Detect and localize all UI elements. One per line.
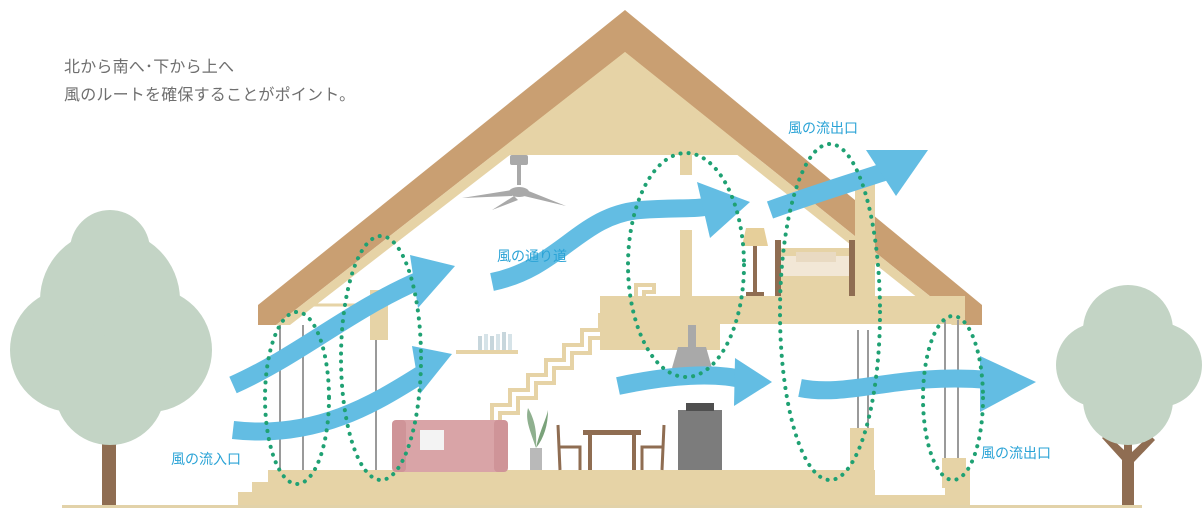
chair-icon <box>556 424 666 471</box>
interior-wall-mid <box>680 230 692 300</box>
lamp-icon <box>742 228 768 296</box>
label-wind-outlet-right: 風の流出口 <box>981 446 1051 462</box>
interior-wall-upper <box>680 155 692 175</box>
wind-route-outlines <box>263 142 985 486</box>
wind-arrow-right <box>798 369 991 400</box>
stove-icon <box>678 403 722 470</box>
loft-wall <box>855 175 875 300</box>
route-oval-outlet-upper <box>778 142 882 482</box>
label-wind-path: 風の通り道 <box>497 249 567 265</box>
route-oval-inlet-1 <box>263 310 331 486</box>
route-oval-inlet-2 <box>339 234 423 482</box>
left-tree-icon <box>10 210 212 505</box>
route-oval-outlet-right <box>921 314 985 482</box>
ground-floor-slab <box>238 470 970 505</box>
ground-line <box>62 505 1142 508</box>
bed-icon <box>775 240 855 296</box>
caption-line-1: 北から南へ･下から上へ <box>64 57 235 76</box>
caption: 北から南へ･下から上へ 風のルートを確保することがポイント。 <box>64 53 355 109</box>
wind-arrow-upper-left <box>229 271 424 394</box>
attic <box>480 40 770 155</box>
route-oval-passage <box>626 151 746 379</box>
house-interior <box>270 28 965 480</box>
label-wind-outlet-upper: 風の流出口 <box>788 121 858 137</box>
wind-arrow-to-outlet-upper <box>766 161 893 219</box>
right-tree-icon <box>1056 285 1202 505</box>
label-wind-inlet: 風の流入口 <box>171 452 241 468</box>
caption-line-2: 風のルートを確保することがポイント。 <box>64 85 356 104</box>
wind-arrow-lower-left <box>231 364 430 441</box>
range-hood-icon <box>672 325 712 368</box>
staircase-icon <box>490 283 656 472</box>
wind-arrow-through-passage <box>489 196 716 291</box>
ceiling-fan-icon <box>462 155 566 210</box>
plant-icon <box>527 408 548 470</box>
wind-arrows <box>229 161 991 441</box>
wind-arrow-kitchen <box>616 366 748 395</box>
table-icon <box>583 430 641 470</box>
